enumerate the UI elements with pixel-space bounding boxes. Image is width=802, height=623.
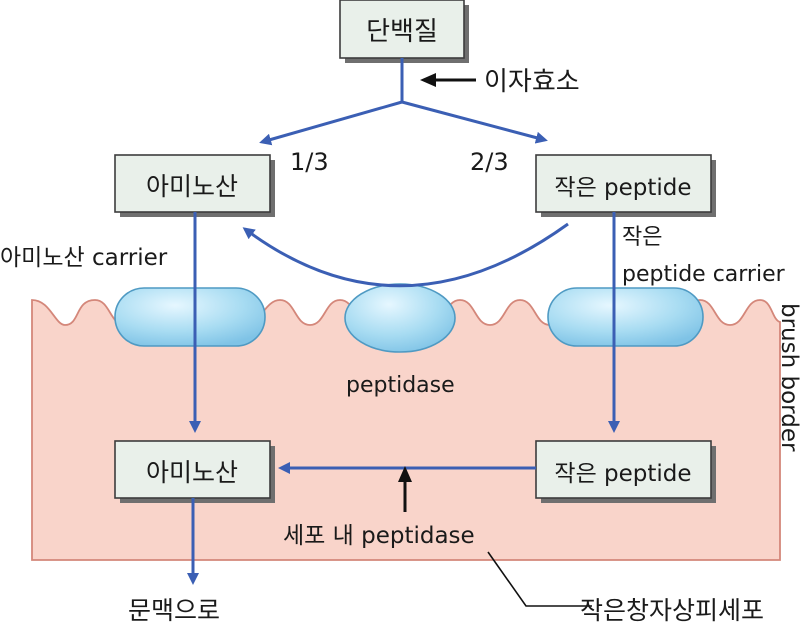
cell-label: 작은창자상피세포 [580,596,764,623]
amino-acid-carrier [114,287,266,347]
peptide-carrier-label-line1: 작은 [622,225,662,250]
protein-label: 단백질 [366,17,438,47]
portal-label: 문맥으로 [128,596,220,623]
protein-node: 단백질 [339,0,469,63]
amino-acid-lower-label: 아미노산 [146,458,238,487]
amino-acid-box-lower: 아미노산 [114,440,275,503]
peptide-carrier [547,287,704,347]
small-peptide-box-upper: 작은 peptide [535,154,716,217]
peptide-carrier-label-line2: peptide carrier [622,262,786,287]
split-arrow-left [259,100,403,146]
intracellular-peptidase-label: 세포 내 peptidase [283,523,475,549]
small-peptide-upper-label: 작은 peptide [554,175,691,201]
membrane-peptidase-label: peptidase [346,373,455,398]
amino-carrier-label: 아미노산 carrier [0,245,168,271]
amino-acid-upper-label: 아미노산 [146,172,238,201]
small-peptide-lower-label: 작은 peptide [554,461,691,487]
membrane-peptidase-enzyme [344,283,456,353]
split-arrow-right [401,100,548,144]
hydrolysis-curve-arrow [242,222,569,288]
enzyme-label: 이자효소 [484,67,580,97]
split-left-label: 1/3 [290,148,329,176]
amino-acid-box-upper: 아미노산 [114,154,275,217]
cell-leader-line [487,551,592,607]
brush-border-label: brush border [776,303,802,452]
split-right-label: 2/3 [470,148,509,176]
small-peptide-box-lower: 작은 peptide [535,440,716,503]
